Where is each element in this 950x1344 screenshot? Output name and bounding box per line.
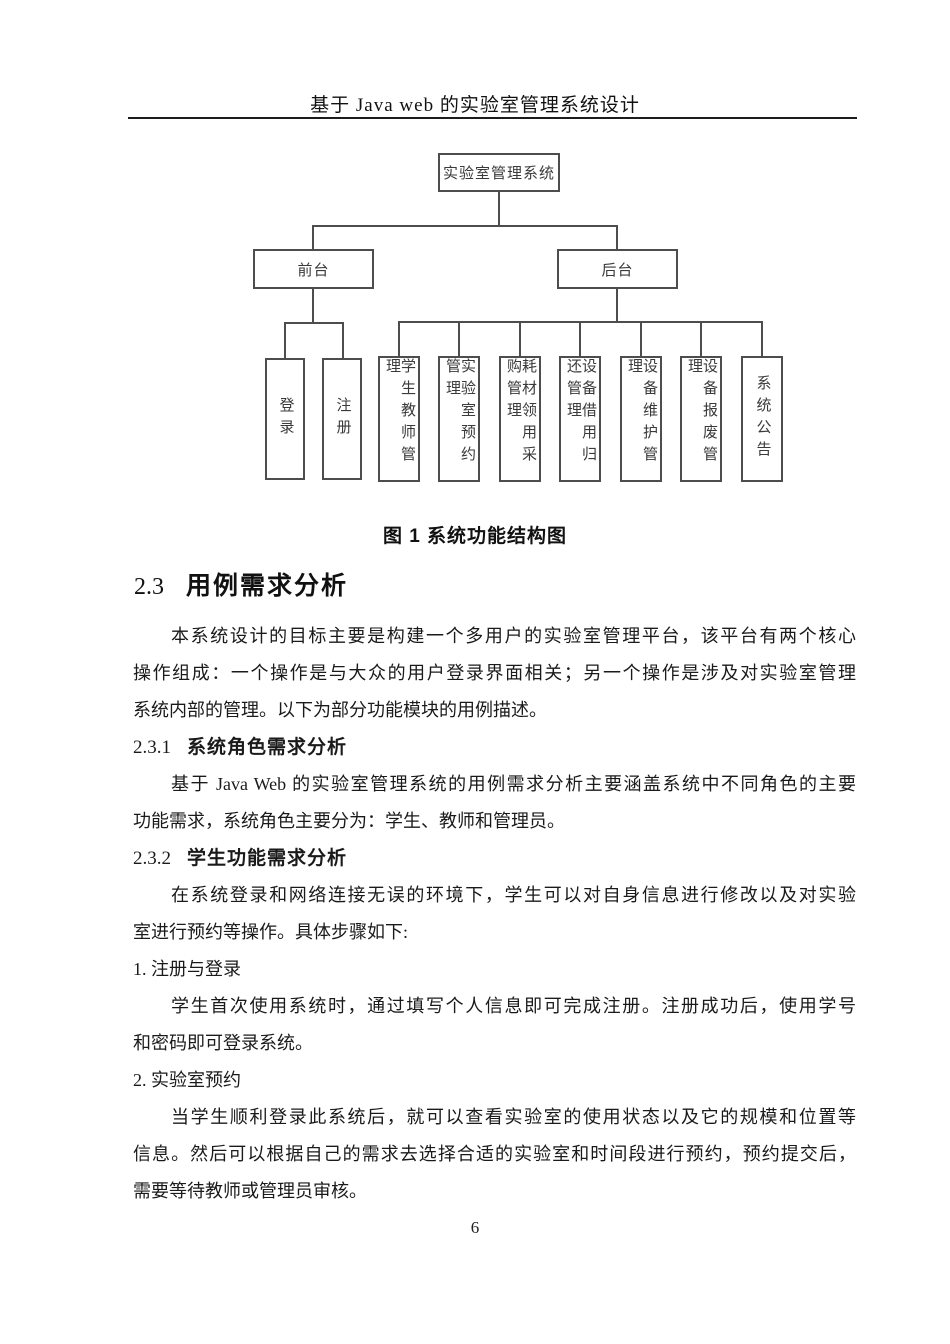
connector-line <box>458 321 460 356</box>
connector-line <box>312 225 618 227</box>
paragraph-line: 需要等待教师或管理员审核。 <box>133 1181 367 1201</box>
section-number: 2.3 <box>134 574 164 600</box>
running-header: 基于 Java web 的实验室管理系统设计 <box>310 95 640 116</box>
system-structure-diagram: 实验室管理系统 前台 后台 登录 注册 学生教师管理 实验室预约管理 耗材领用采… <box>0 0 950 520</box>
connector-line <box>579 321 581 356</box>
diagram-node-register: 注册 <box>322 358 362 480</box>
figure-caption: 图 1 系统功能结构图 <box>382 526 568 547</box>
subsection-heading: 2.3.1 系统角色需求分析 <box>133 729 856 766</box>
diagram-node-login: 登录 <box>265 358 305 480</box>
diagram-node-equipment-maintain-mgmt: 设备维护管理 <box>620 356 662 482</box>
connector-line <box>284 322 344 324</box>
paragraph-line: 当学生顺利登录此系统后，就可以查看实验室的使用状态以及它的规模和位置等 <box>171 1107 856 1127</box>
list-item: 2. 实验室预约 <box>133 1070 241 1090</box>
subsection-number: 2.3.1 <box>133 737 171 758</box>
section-heading: 2.3 用例需求分析 <box>134 566 857 602</box>
subsection-title: 学生功能需求分析 <box>187 848 348 869</box>
diagram-node-lab-reservation-mgmt: 实验室预约管理 <box>438 356 480 482</box>
paragraph-line: 功能需求，系统角色主要分为：学生、教师和管理员。 <box>133 811 565 831</box>
diagram-node-equipment-borrow-mgmt: 设备借用归还管理 <box>559 356 601 482</box>
list-item: 1. 注册与登录 <box>133 959 241 979</box>
subsection-heading: 2.3.2 学生功能需求分析 <box>133 840 856 877</box>
section-title: 用例需求分析 <box>186 572 349 600</box>
diagram-node-backend: 后台 <box>557 249 678 289</box>
connector-line <box>312 288 314 324</box>
paragraph-line: 学生首次使用系统时，通过填写个人信息即可完成注册。注册成功后，使用学号 <box>171 996 856 1016</box>
connector-line <box>498 192 500 227</box>
connector-line <box>700 321 702 356</box>
paragraph-line: 系统内部的管理。以下为部分功能模块的用例描述。 <box>133 700 547 720</box>
connector-line <box>284 322 286 358</box>
paragraph-line: 操作组成：一个操作是与大众的用户登录界面相关；另一个操作是涉及对实验室管理 <box>133 663 856 683</box>
paragraph-line: 本系统设计的目标主要是构建一个多用户的实验室管理平台，该平台有两个核心 <box>171 626 856 646</box>
subsection-number: 2.3.2 <box>133 848 171 869</box>
diagram-node-root: 实验室管理系统 <box>438 153 560 192</box>
connector-line <box>616 225 618 249</box>
connector-line <box>761 321 763 356</box>
page-number: 6 <box>470 1218 480 1237</box>
paragraph-line: 信息。然后可以根据自己的需求去选择合适的实验室和时间段进行预约，预约提交后， <box>133 1144 856 1164</box>
diagram-node-frontend: 前台 <box>253 249 374 289</box>
diagram-node-consumable-mgmt: 耗材领用采购管理 <box>499 356 541 482</box>
subsection-title: 系统角色需求分析 <box>187 737 348 758</box>
paragraph-line: 在系统登录和网络连接无误的环境下，学生可以对自身信息进行修改以及对实验 <box>171 885 856 905</box>
connector-line <box>616 288 618 322</box>
paragraph-line: 和密码即可登录系统。 <box>133 1033 313 1053</box>
connector-line <box>312 225 314 249</box>
connector-line <box>519 321 521 356</box>
diagram-node-equipment-scrap-mgmt: 设备报废管理 <box>680 356 722 482</box>
header-rule <box>128 117 857 119</box>
diagram-node-system-notice: 系统公告 <box>741 356 783 482</box>
body-text: 本系统设计的目标主要是构建一个多用户的实验室管理平台，该平台有两个核心 操作组成… <box>133 618 856 1210</box>
connector-line <box>342 322 344 358</box>
paragraph-line: 室进行预约等操作。具体步骤如下: <box>133 922 408 942</box>
connector-line <box>640 321 642 356</box>
paragraph-line: 基于 Java Web 的实验室管理系统的用例需求分析主要涵盖系统中不同角色的主… <box>171 774 856 794</box>
diagram-node-student-teacher-mgmt: 学生教师管理 <box>378 356 420 482</box>
connector-line <box>398 321 400 356</box>
